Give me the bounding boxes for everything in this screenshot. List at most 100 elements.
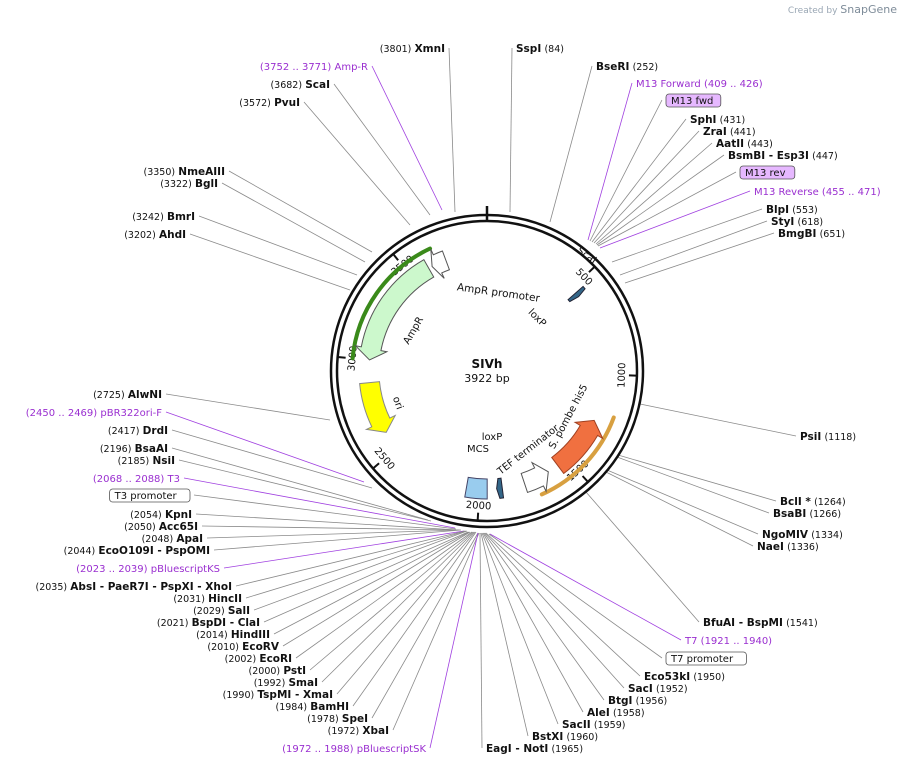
enzyme-site-label[interactable]: (2417) DrdI bbox=[108, 425, 168, 437]
enzyme-site-label[interactable]: (2044) EcoO109I - PspOMI bbox=[64, 545, 210, 557]
feature-ampr[interactable] bbox=[353, 258, 435, 361]
feature-ampr-promoter[interactable] bbox=[430, 249, 451, 279]
primer-label: T3 promoter bbox=[114, 491, 178, 502]
enzyme-site-label[interactable]: BseRI (252) bbox=[596, 61, 658, 73]
site-name: EcoO109I - PspOMI bbox=[98, 545, 210, 557]
site-position: (3572) bbox=[239, 98, 271, 109]
feature-label-ampr: AmpR bbox=[402, 315, 426, 346]
label-leader-lines bbox=[165, 47, 797, 749]
enzyme-site-label[interactable]: (2014) HindIII bbox=[196, 629, 270, 641]
enzyme-site-label[interactable]: BsaBI (1266) bbox=[773, 508, 841, 520]
enzyme-site-label[interactable]: Eco53kI (1950) bbox=[644, 671, 725, 683]
enzyme-site-label[interactable]: AleI (1958) bbox=[587, 707, 645, 719]
enzyme-site-label[interactable]: BlpI (553) bbox=[766, 204, 818, 216]
leader-line bbox=[223, 530, 465, 569]
feature-s-pombe-his5[interactable] bbox=[551, 419, 604, 475]
enzyme-site-label[interactable]: (1978) SpeI bbox=[307, 713, 368, 725]
site-position: (1960) bbox=[566, 732, 598, 743]
leader-line bbox=[189, 233, 351, 291]
leader-line bbox=[595, 142, 713, 245]
feature-site-label[interactable]: (2450 .. 2469) pBR322ori-F bbox=[26, 408, 162, 419]
enzyme-site-label[interactable]: (3202) AhdI bbox=[124, 229, 186, 241]
enzyme-site-label[interactable]: EagI - NotI (1965) bbox=[486, 743, 583, 755]
enzyme-site-label[interactable]: BclI * (1264) bbox=[780, 496, 846, 508]
site-position: (2417) bbox=[108, 426, 140, 437]
feature-site-label[interactable]: M13 Forward (409 .. 426) bbox=[636, 79, 763, 90]
enzyme-site-label[interactable]: (2196) BsaAI bbox=[100, 443, 168, 455]
enzyme-site-label[interactable]: (1992) SmaI bbox=[254, 677, 318, 689]
enzyme-site-label[interactable]: AatII (443) bbox=[716, 138, 773, 150]
site-name: EagI - NotI bbox=[486, 743, 548, 755]
enzyme-site-label[interactable]: SphI (431) bbox=[690, 114, 745, 126]
site-position: (2031) bbox=[173, 594, 205, 605]
leader-line bbox=[489, 533, 682, 641]
feature-site-label[interactable]: M13 Reverse (455 .. 471) bbox=[754, 187, 881, 198]
enzyme-site-label[interactable]: BtgI (1956) bbox=[608, 695, 667, 707]
enzyme-site-label[interactable]: PsiI (1118) bbox=[800, 431, 856, 443]
site-name: SalI bbox=[228, 605, 250, 617]
enzyme-site-label[interactable]: (2050) Acc65I bbox=[124, 521, 198, 533]
enzyme-site-label[interactable]: StyI (618) bbox=[771, 216, 823, 228]
leader-line bbox=[591, 118, 687, 243]
site-name: HincII bbox=[208, 593, 242, 605]
enzyme-site-label[interactable]: (2029) SalI bbox=[193, 605, 250, 617]
enzyme-site-label[interactable]: BsmBI - Esp3I (447) bbox=[728, 150, 838, 162]
enzyme-site-label[interactable]: SacI (1952) bbox=[628, 683, 688, 695]
primer-badge[interactable] bbox=[109, 488, 191, 503]
enzyme-site-label[interactable]: (2725) AlwNI bbox=[93, 389, 162, 401]
enzyme-site-label[interactable]: (2185) NsiI bbox=[118, 455, 175, 467]
primer-badge[interactable] bbox=[665, 651, 747, 666]
enzyme-site-label[interactable]: BstXI (1960) bbox=[532, 731, 598, 743]
feature-mcs[interactable] bbox=[464, 476, 488, 500]
feature-site-label[interactable]: (2023 .. 2039) pBluescriptKS bbox=[76, 564, 220, 575]
enzyme-site-label[interactable]: (2048) ApaI bbox=[142, 533, 203, 545]
feature-ori[interactable] bbox=[359, 381, 397, 433]
enzyme-site-label[interactable]: NgoMIV (1334) bbox=[762, 529, 843, 541]
enzyme-site-label[interactable]: (2000) PstI bbox=[249, 665, 306, 677]
site-position: (1972) bbox=[328, 726, 360, 737]
enzyme-site-label[interactable]: (1972) XbaI bbox=[328, 725, 389, 737]
enzyme-site-label[interactable]: (3682) ScaI bbox=[270, 79, 330, 91]
enzyme-site-label[interactable]: BmgBI (651) bbox=[778, 228, 845, 240]
feature-site-label[interactable]: (3752 .. 3771) Amp-R bbox=[260, 62, 368, 73]
site-position: (1921 .. 1940) bbox=[701, 636, 773, 647]
enzyme-site-label[interactable]: (2021) BspDI - ClaI bbox=[157, 617, 260, 629]
site-position: (1264) bbox=[814, 497, 846, 508]
leader-line bbox=[336, 531, 476, 695]
leader-line bbox=[509, 47, 513, 213]
enzyme-site-label[interactable]: (1984) BamHI bbox=[275, 701, 349, 713]
enzyme-site-label[interactable]: (2010) EcoRV bbox=[207, 641, 279, 653]
enzyme-site-label[interactable]: (2054) KpnI bbox=[130, 509, 192, 521]
site-name: TspMI - XmaI bbox=[257, 689, 333, 701]
feature-tef-terminator[interactable] bbox=[520, 461, 549, 494]
feature-loxp[interactable] bbox=[567, 285, 586, 303]
leader-line bbox=[228, 170, 373, 253]
enzyme-site-label[interactable]: NaeI (1336) bbox=[757, 541, 819, 553]
enzyme-site-label[interactable]: SacII (1959) bbox=[562, 719, 625, 731]
primer-badge[interactable] bbox=[665, 93, 722, 108]
enzyme-site-label[interactable]: (3242) BmrI bbox=[132, 211, 195, 223]
leader-line bbox=[165, 393, 331, 421]
primer-badge[interactable] bbox=[739, 165, 796, 180]
site-name: SacI bbox=[628, 683, 653, 695]
feature-site-label[interactable]: T7 (1921 .. 1940) bbox=[684, 636, 772, 647]
enzyme-site-label[interactable]: (3801) XmnI bbox=[380, 43, 445, 55]
enzyme-site-label[interactable]: BfuAI - BspMI (1541) bbox=[703, 617, 818, 629]
enzyme-site-label[interactable]: (1990) TspMI - XmaI bbox=[223, 689, 333, 701]
feature-site-label[interactable]: (1972 .. 1988) pBluescriptSK bbox=[282, 744, 426, 755]
enzyme-site-label[interactable]: ZraI (441) bbox=[703, 126, 756, 138]
enzyme-site-label[interactable]: (2035) AbsI - PaeR7I - PspXI - XhoI bbox=[36, 581, 232, 593]
feature-site-label[interactable]: (2068 .. 2088) T3 bbox=[93, 474, 180, 485]
site-name: StyI bbox=[771, 216, 794, 228]
enzyme-site-label[interactable]: (2002) EcoRI bbox=[225, 653, 292, 665]
enzyme-site-label[interactable]: (2031) HincII bbox=[173, 593, 242, 605]
feature-loxp[interactable] bbox=[496, 477, 505, 499]
tick-label: 1000 bbox=[617, 362, 629, 388]
enzyme-site-label[interactable]: (3322) BglI bbox=[160, 178, 218, 190]
site-name: Acc65I bbox=[159, 521, 198, 533]
site-name: SacII bbox=[562, 719, 591, 731]
enzyme-site-label[interactable]: SspI (84) bbox=[516, 43, 564, 55]
site-name: T3 bbox=[167, 474, 180, 485]
enzyme-site-label[interactable]: (3350) NmeAIII bbox=[144, 166, 225, 178]
enzyme-site-label[interactable]: (3572) PvuI bbox=[239, 97, 300, 109]
